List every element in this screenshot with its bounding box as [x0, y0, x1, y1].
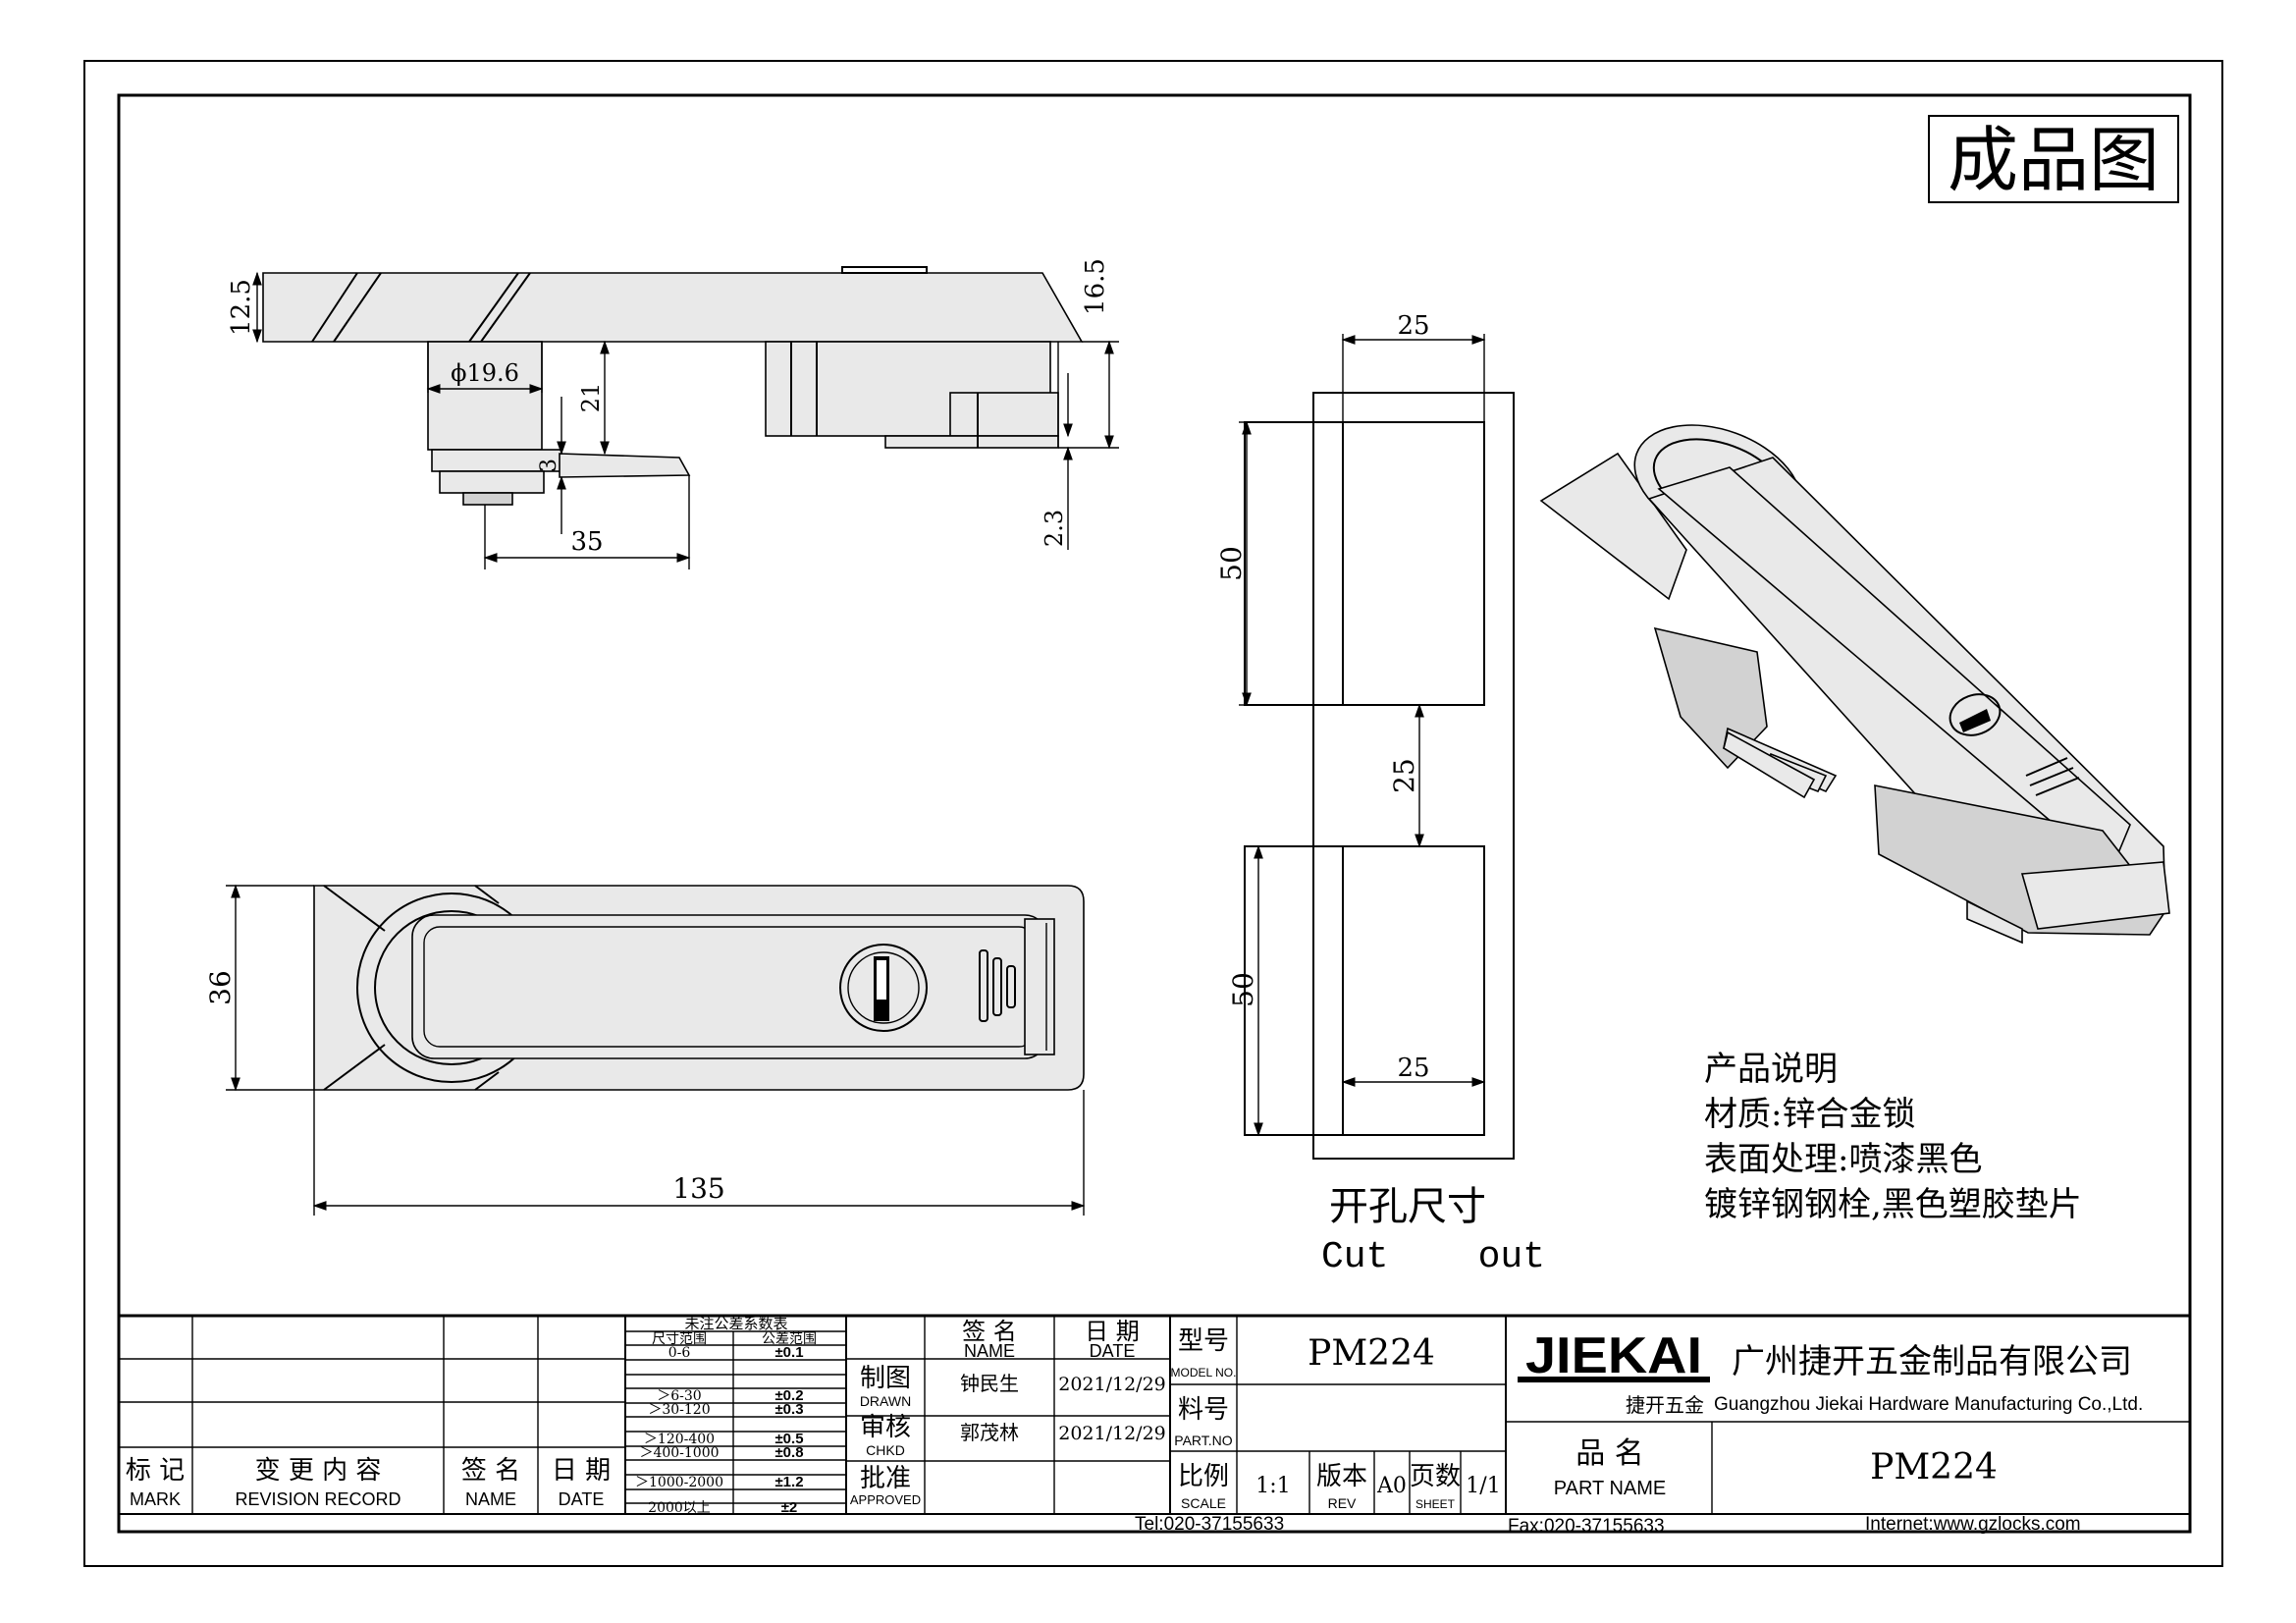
part-name-label-cn: 品 名 [1575, 1436, 1644, 1471]
dim-bottom-width: 25 [1397, 1054, 1429, 1083]
side-view-dimensions: 12.5 16.5 ϕ19.6 21 3 35 2.3 [227, 258, 1119, 569]
drawn-date: 2021/12/29 [1058, 1374, 1166, 1395]
notes-line: 镀锌钢钢栓,黑色塑胶垫片 [1704, 1185, 2082, 1224]
signoff-date-cn: 日 期 [1085, 1318, 1140, 1345]
model-value: PM224 [1308, 1333, 1435, 1374]
tolerance-value: ±0.8 [774, 1444, 803, 1461]
company-logo-sub: 捷开五金 [1626, 1393, 1704, 1417]
rev-mark-en: MARK [130, 1489, 181, 1509]
rev-name-cn: 签 名 [461, 1456, 520, 1486]
title-badge-box [1928, 115, 2179, 203]
drawn-name: 钟民生 [960, 1372, 1019, 1395]
model-label-cn: 型号 [1178, 1326, 1229, 1356]
cutout-dimensions: 25 50 25 50 25 [1215, 311, 1486, 1137]
scale-label-en: SCALE [1181, 1495, 1226, 1511]
company-name-cn: 广州捷开五金制品有限公司 [1732, 1342, 2132, 1381]
notes-heading: 产品说明 [1704, 1050, 1838, 1089]
cutout-title-en: Cut out [1321, 1236, 1545, 1278]
tolerance-title: 未注公差系数表 [684, 1315, 787, 1332]
rev-mark-cn: 标 记 [126, 1456, 185, 1486]
dim-width: 36 [204, 970, 237, 1005]
tolerance-value: ±0.1 [774, 1344, 803, 1361]
chkd-date: 2021/12/29 [1058, 1423, 1166, 1444]
chkd-name: 郭茂林 [960, 1421, 1019, 1444]
rev-label-en: REV [1328, 1495, 1357, 1511]
tolerance-range: 2000以上 [648, 1500, 711, 1516]
part-name-value: PM224 [1870, 1447, 1998, 1488]
title-badge: 成品图 [1948, 119, 2160, 201]
isometric-view [1539, 424, 2170, 945]
dim-gap: 2.3 [1041, 510, 1068, 547]
rev-record-en: REVISION RECORD [235, 1489, 400, 1509]
tolerance-range: 0-6 [668, 1345, 691, 1361]
dim-spacing: 25 [1388, 758, 1420, 793]
front-view [313, 885, 1085, 1091]
tolerance-range: ＞120-400 [644, 1432, 715, 1447]
cutout-title-cn: 开孔尺寸 [1329, 1184, 1486, 1229]
cutout-view [1244, 392, 1515, 1160]
front-view-dimensions: 36 135 [204, 884, 1086, 1216]
dim-cam-length: 35 [570, 527, 603, 557]
notes-line: 表面处理:喷漆黑色 [1704, 1140, 1982, 1179]
dim-diameter: ϕ19.6 [451, 359, 519, 387]
dim-lower-height: 50 [1227, 972, 1259, 1007]
dim-length: 135 [672, 1172, 724, 1205]
drawn-label-cn: 制图 [860, 1364, 911, 1393]
rev-record-cn: 变 更 内 容 [255, 1456, 382, 1486]
rev-value: A0 [1376, 1474, 1407, 1498]
footer-tel: Tel:020-37155633 [1135, 1514, 1284, 1535]
tolerance-value: ±2 [781, 1499, 798, 1516]
sheet-label-cn: 页数 [1410, 1462, 1461, 1491]
footer-internet: Internet:www.gzlocks.com [1865, 1514, 2081, 1535]
dim-cam: 3 [537, 459, 561, 472]
dim-upper-height: 50 [1215, 546, 1248, 581]
tolerance-col-tol: 公差范围 [762, 1330, 817, 1347]
signoff-name-en: NAME [964, 1341, 1015, 1361]
scale-value: 1:1 [1255, 1474, 1290, 1498]
signoff-name-cn: 签 名 [962, 1318, 1017, 1345]
rev-name-en: NAME [465, 1489, 516, 1509]
dim-depth: 21 [577, 383, 605, 413]
part-name-label-en: PART NAME [1554, 1478, 1666, 1499]
rev-label-cn: 版本 [1316, 1462, 1367, 1491]
outer-frame [83, 60, 2223, 1567]
scale-label-cn: 比例 [1178, 1462, 1229, 1491]
tolerance-value: ±0.5 [774, 1431, 803, 1447]
side-view [262, 266, 1084, 506]
model-label-en: MODEL NO. [1171, 1366, 1237, 1380]
approved-label-en: APPROVED [850, 1492, 921, 1507]
tolerance-range: ＞1000-2000 [635, 1475, 723, 1490]
dim-top-width: 25 [1397, 311, 1429, 341]
part-no-label-en: PART.NO [1174, 1433, 1232, 1448]
chkd-label-cn: 审核 [860, 1413, 911, 1442]
inner-frame [117, 93, 2192, 1534]
tolerance-range: ＞400-1000 [639, 1445, 719, 1461]
tolerance-col-range: 尺寸范围 [652, 1330, 707, 1347]
company-name-en: Guangzhou Jiekai Hardware Manufacturing … [1714, 1394, 2143, 1415]
tolerance-value: ±1.2 [774, 1474, 803, 1490]
company-logo: JIEKAI [1525, 1327, 1702, 1384]
drawn-label-en: DRAWN [860, 1393, 911, 1409]
title-block [119, 1314, 2190, 1515]
rev-date-cn: 日 期 [552, 1456, 611, 1486]
footer-fax: Fax:020-37155633 [1508, 1516, 1665, 1537]
logo-bar [1518, 1377, 1710, 1382]
tolerance-range: ＞6-30 [657, 1388, 701, 1404]
sheet-label-en: SHEET [1415, 1497, 1456, 1511]
rev-date-en: DATE [559, 1489, 605, 1509]
signoff-date-en: DATE [1090, 1341, 1136, 1361]
notes-line: 材质:锌合金锁 [1704, 1095, 1915, 1134]
tolerance-value: ±0.2 [774, 1387, 803, 1404]
tolerance-value: ±0.3 [774, 1401, 803, 1418]
sheet-value: 1/1 [1466, 1474, 1500, 1498]
tolerance-range: ＞30-120 [648, 1402, 710, 1418]
approved-label-cn: 批准 [860, 1464, 911, 1493]
chkd-label-en: CHKD [866, 1442, 905, 1458]
dim-height: 16.5 [1081, 258, 1110, 315]
part-no-label-cn: 料号 [1178, 1395, 1229, 1425]
dim-thickness: 12.5 [227, 279, 256, 336]
